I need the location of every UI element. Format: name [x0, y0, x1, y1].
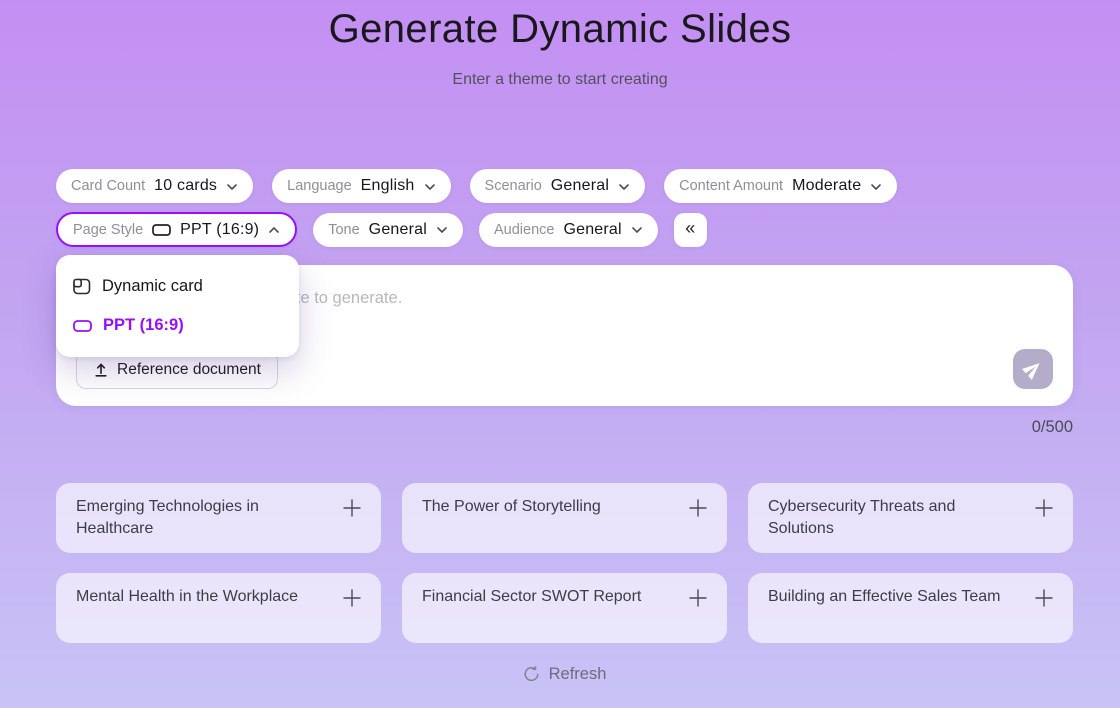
suggestion-card[interactable]: Building an Effective Sales Team — [748, 573, 1073, 643]
suggestion-grid: Emerging Technologies in Healthcare The … — [56, 483, 1073, 643]
card-count-label: Card Count — [71, 178, 146, 194]
suggestion-card[interactable]: Mental Health in the Workplace — [56, 573, 381, 643]
content-amount-value: Moderate — [792, 177, 862, 194]
dynamic-card-icon — [73, 278, 91, 295]
chevron-down-icon — [436, 226, 448, 234]
suggestion-card[interactable]: Emerging Technologies in Healthcare — [56, 483, 381, 553]
audience-dropdown[interactable]: Audience General — [479, 212, 658, 247]
filter-row-2: Page Style PPT (16:9) Tone General Audie… — [56, 212, 1073, 247]
send-button[interactable] — [1013, 349, 1053, 389]
page-style-menu: Dynamic card PPT (16:9) — [56, 255, 299, 357]
menu-item-dynamic-card[interactable]: Dynamic card — [56, 267, 299, 306]
suggestion-title: The Power of Storytelling — [422, 498, 601, 515]
refresh-label: Refresh — [548, 665, 607, 683]
page-style-label: Page Style — [73, 221, 144, 238]
menu-item-ppt-16-9[interactable]: PPT (16:9) — [56, 306, 299, 345]
scenario-dropdown[interactable]: Scenario General — [469, 169, 646, 203]
page-subtitle: Enter a theme to start creating — [452, 71, 668, 88]
upload-icon — [93, 362, 109, 378]
menu-item-label: PPT (16:9) — [103, 316, 184, 334]
main-content: Card Count 10 cards Language English Sce… — [56, 169, 1073, 684]
suggestion-title: Emerging Technologies in Healthcare — [76, 498, 259, 537]
filter-row-1: Card Count 10 cards Language English Sce… — [56, 169, 1073, 203]
add-suggestion-button[interactable] — [341, 587, 363, 609]
card-count-value: 10 cards — [154, 177, 218, 194]
language-value: English — [360, 177, 415, 194]
tone-value: General — [368, 220, 427, 238]
suggestion-card[interactable]: Cybersecurity Threats and Solutions — [748, 483, 1073, 553]
page-style-dropdown[interactable]: Page Style PPT (16:9) — [56, 212, 298, 247]
card-count-dropdown[interactable]: Card Count 10 cards — [56, 169, 254, 203]
refresh-icon — [523, 666, 540, 683]
chevron-down-icon — [618, 183, 630, 191]
ppt-ratio-icon — [73, 319, 92, 333]
chevron-up-icon — [268, 226, 280, 234]
chevron-down-icon — [631, 226, 643, 234]
paper-plane-icon — [1019, 355, 1047, 383]
content-amount-dropdown[interactable]: Content Amount Moderate — [664, 169, 898, 203]
chevron-down-icon — [870, 183, 882, 191]
chevron-down-icon — [226, 183, 238, 191]
scenario-label: Scenario — [484, 178, 542, 194]
audience-value: General — [563, 220, 622, 238]
page-style-value: PPT (16:9) — [180, 220, 260, 238]
language-dropdown[interactable]: Language English — [272, 169, 451, 203]
add-suggestion-button[interactable] — [341, 497, 363, 519]
tone-label: Tone — [328, 221, 360, 238]
language-label: Language — [287, 178, 352, 194]
add-suggestion-button[interactable] — [687, 587, 709, 609]
character-counter: 0/500 — [1031, 418, 1073, 436]
suggestion-card[interactable]: The Power of Storytelling — [402, 483, 727, 553]
suggestion-title: Building an Effective Sales Team — [768, 588, 1001, 605]
refresh-button[interactable]: Refresh — [56, 665, 1073, 684]
menu-item-label: Dynamic card — [102, 277, 203, 295]
tone-dropdown[interactable]: Tone General — [313, 212, 463, 247]
add-suggestion-button[interactable] — [687, 497, 709, 519]
ppt-ratio-icon — [152, 223, 171, 237]
suggestion-title: Cybersecurity Threats and Solutions — [768, 498, 956, 537]
reference-document-label: Reference document — [117, 361, 261, 378]
filter-bar: Card Count 10 cards Language English Sce… — [56, 169, 1073, 357]
add-suggestion-button[interactable] — [1033, 497, 1055, 519]
collapse-filters-button[interactable]: « — [673, 212, 707, 247]
scenario-value: General — [550, 177, 610, 194]
page-title: Generate Dynamic Slides — [328, 7, 792, 51]
suggestion-title: Financial Sector SWOT Report — [422, 588, 642, 605]
content-amount-label: Content Amount — [679, 178, 784, 194]
suggestion-title: Mental Health in the Workplace — [76, 588, 299, 605]
suggestion-card[interactable]: Financial Sector SWOT Report — [402, 573, 727, 643]
reference-document-button[interactable]: Reference document — [76, 351, 278, 389]
chevron-down-icon — [424, 183, 436, 191]
audience-label: Audience — [494, 221, 555, 238]
add-suggestion-button[interactable] — [1033, 587, 1055, 609]
